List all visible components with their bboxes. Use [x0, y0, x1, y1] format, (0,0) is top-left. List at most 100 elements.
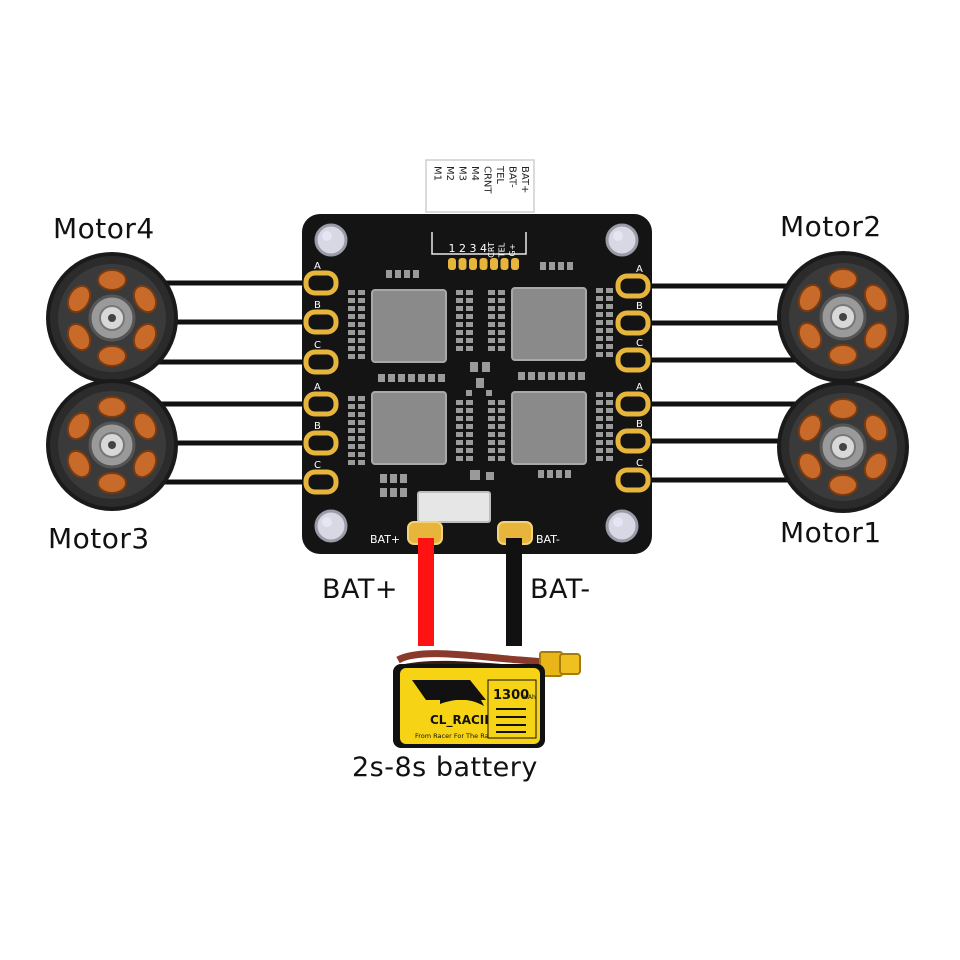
smd-component — [348, 444, 355, 449]
smd-component — [358, 460, 365, 465]
smd-component — [606, 424, 613, 429]
smd-component — [348, 412, 355, 417]
smd-component — [596, 352, 603, 357]
pad-letter: C — [314, 460, 321, 471]
connector-label-line: CRNT — [482, 166, 493, 194]
left-motor-pad — [303, 391, 339, 417]
red-battery-wire — [418, 538, 434, 646]
header-pin-label: CRT — [487, 242, 496, 258]
header-pad — [490, 258, 498, 270]
smd-component — [498, 322, 505, 327]
smd-component — [488, 338, 495, 343]
smd-component — [348, 314, 355, 319]
smd-component — [348, 338, 355, 343]
smd-component — [606, 344, 613, 349]
smd-component — [348, 420, 355, 425]
pad-letter: A — [636, 264, 643, 275]
smd-component — [606, 440, 613, 445]
smd-component — [395, 270, 401, 278]
smd-component — [358, 436, 365, 441]
smd-component — [606, 392, 613, 397]
mosfet-chips — [371, 287, 587, 465]
smd-component — [498, 432, 505, 437]
smd-component — [606, 456, 613, 461]
header-pad — [469, 258, 477, 270]
smd-component — [466, 290, 473, 295]
smd-component — [358, 290, 365, 295]
right-motor-pad — [615, 391, 651, 417]
smd-component — [547, 470, 553, 478]
pad-letter: C — [636, 458, 643, 469]
smd-component — [596, 336, 603, 341]
smd-component — [596, 296, 603, 301]
motor4-icon — [44, 250, 180, 386]
left-motor-pad — [303, 469, 339, 495]
smd-component — [456, 432, 463, 437]
battery-slogan: From Racer For The Racer — [415, 732, 499, 740]
connector-label-line: M2 — [444, 166, 455, 181]
smd-component — [358, 330, 365, 335]
smd-component — [518, 372, 525, 380]
smd-component — [466, 448, 473, 453]
smd-component — [498, 440, 505, 445]
smd-component — [488, 290, 495, 295]
smd-component — [438, 374, 445, 382]
smd-component — [549, 262, 555, 270]
smd-component — [380, 474, 387, 483]
smd-component — [488, 432, 495, 437]
smd-component — [488, 448, 495, 453]
smd-component — [606, 408, 613, 413]
smd-component — [476, 378, 484, 388]
smd-component — [358, 444, 365, 449]
smd-component — [466, 408, 473, 413]
smd-component — [398, 374, 405, 382]
smd-component — [558, 372, 565, 380]
smd-component — [378, 374, 385, 382]
right-motor-pad — [615, 428, 651, 454]
smd-component — [456, 314, 463, 319]
smd-component — [413, 270, 419, 278]
smd-component — [466, 432, 473, 437]
smd-component — [456, 322, 463, 327]
smd-component — [386, 270, 392, 278]
smd-component — [400, 474, 407, 483]
smd-component — [348, 404, 355, 409]
smd-component — [498, 306, 505, 311]
smd-component — [498, 400, 505, 405]
left-motor-pad — [303, 309, 339, 335]
smd-component — [348, 460, 355, 465]
smd-component — [488, 456, 495, 461]
smd-component — [565, 470, 571, 478]
smd-component — [556, 470, 562, 478]
smd-component — [466, 322, 473, 327]
motor1-label: Motor1 — [780, 516, 882, 549]
smd-component — [606, 288, 613, 293]
connector-label-line: TEL — [494, 165, 505, 184]
smd-component — [548, 372, 555, 380]
pad-letter: C — [636, 338, 643, 349]
smd-component — [466, 330, 473, 335]
pad-letter: A — [636, 382, 643, 393]
battery-caption: 2s-8s battery — [352, 752, 538, 783]
left-motor-pad — [303, 270, 339, 296]
smd-component — [498, 290, 505, 295]
smd-component — [596, 344, 603, 349]
pad-letter: C — [314, 340, 321, 351]
black-battery-wire — [506, 538, 522, 646]
smd-component — [488, 400, 495, 405]
bat-minus-silk: BAT- — [536, 533, 560, 546]
smd-component — [498, 456, 505, 461]
smd-component — [498, 338, 505, 343]
header-pin-label: TEL — [498, 242, 507, 258]
battery-capacity: 1300 — [493, 688, 529, 703]
smd-component — [348, 330, 355, 335]
pad-letter: B — [314, 421, 321, 432]
pad-letter: A — [314, 261, 321, 272]
smd-component — [348, 298, 355, 303]
smd-component — [466, 440, 473, 445]
header-pads — [448, 258, 519, 270]
smd-component — [466, 338, 473, 343]
smd-component — [498, 416, 505, 421]
smd-component — [596, 320, 603, 325]
